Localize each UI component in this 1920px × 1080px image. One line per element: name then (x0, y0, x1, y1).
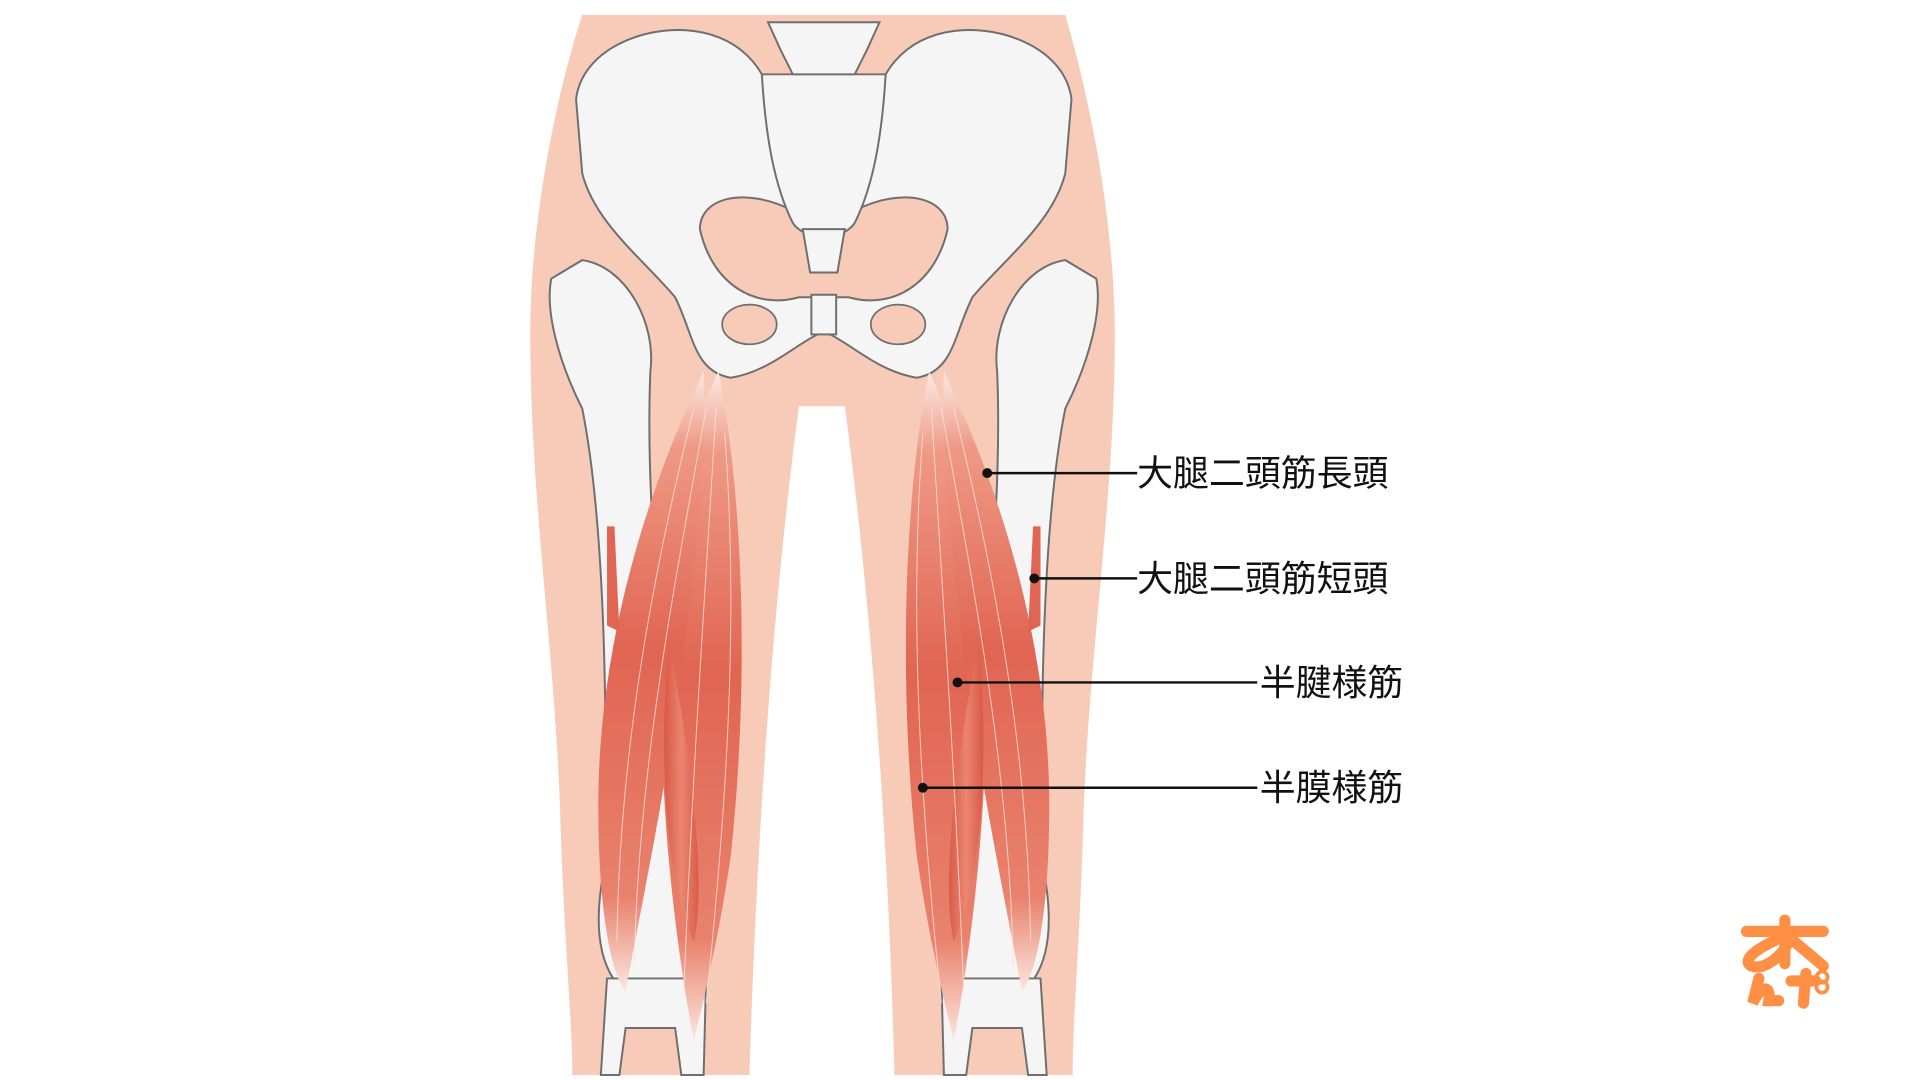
label-text: 大腿二頭筋短頭 (1137, 559, 1388, 600)
label-biceps-femoris-long-head: 大腿二頭筋長頭 (982, 454, 1389, 495)
label-text: 半腱様筋 (1260, 663, 1404, 704)
label-biceps-femoris-short-head: 大腿二頭筋短頭 (1029, 559, 1389, 600)
left-hamstrings (598, 371, 742, 1041)
pointer-dot (917, 782, 928, 793)
pelvis (575, 21, 1073, 379)
label-text: 大腿二頭筋長頭 (1137, 454, 1388, 495)
label-semimembranosus: 半膜様筋 (917, 768, 1404, 809)
label-text: 半膜様筋 (1260, 768, 1404, 809)
anzu-logo (1740, 914, 1830, 1009)
label-semitendinosus: 半腱様筋 (952, 663, 1404, 704)
